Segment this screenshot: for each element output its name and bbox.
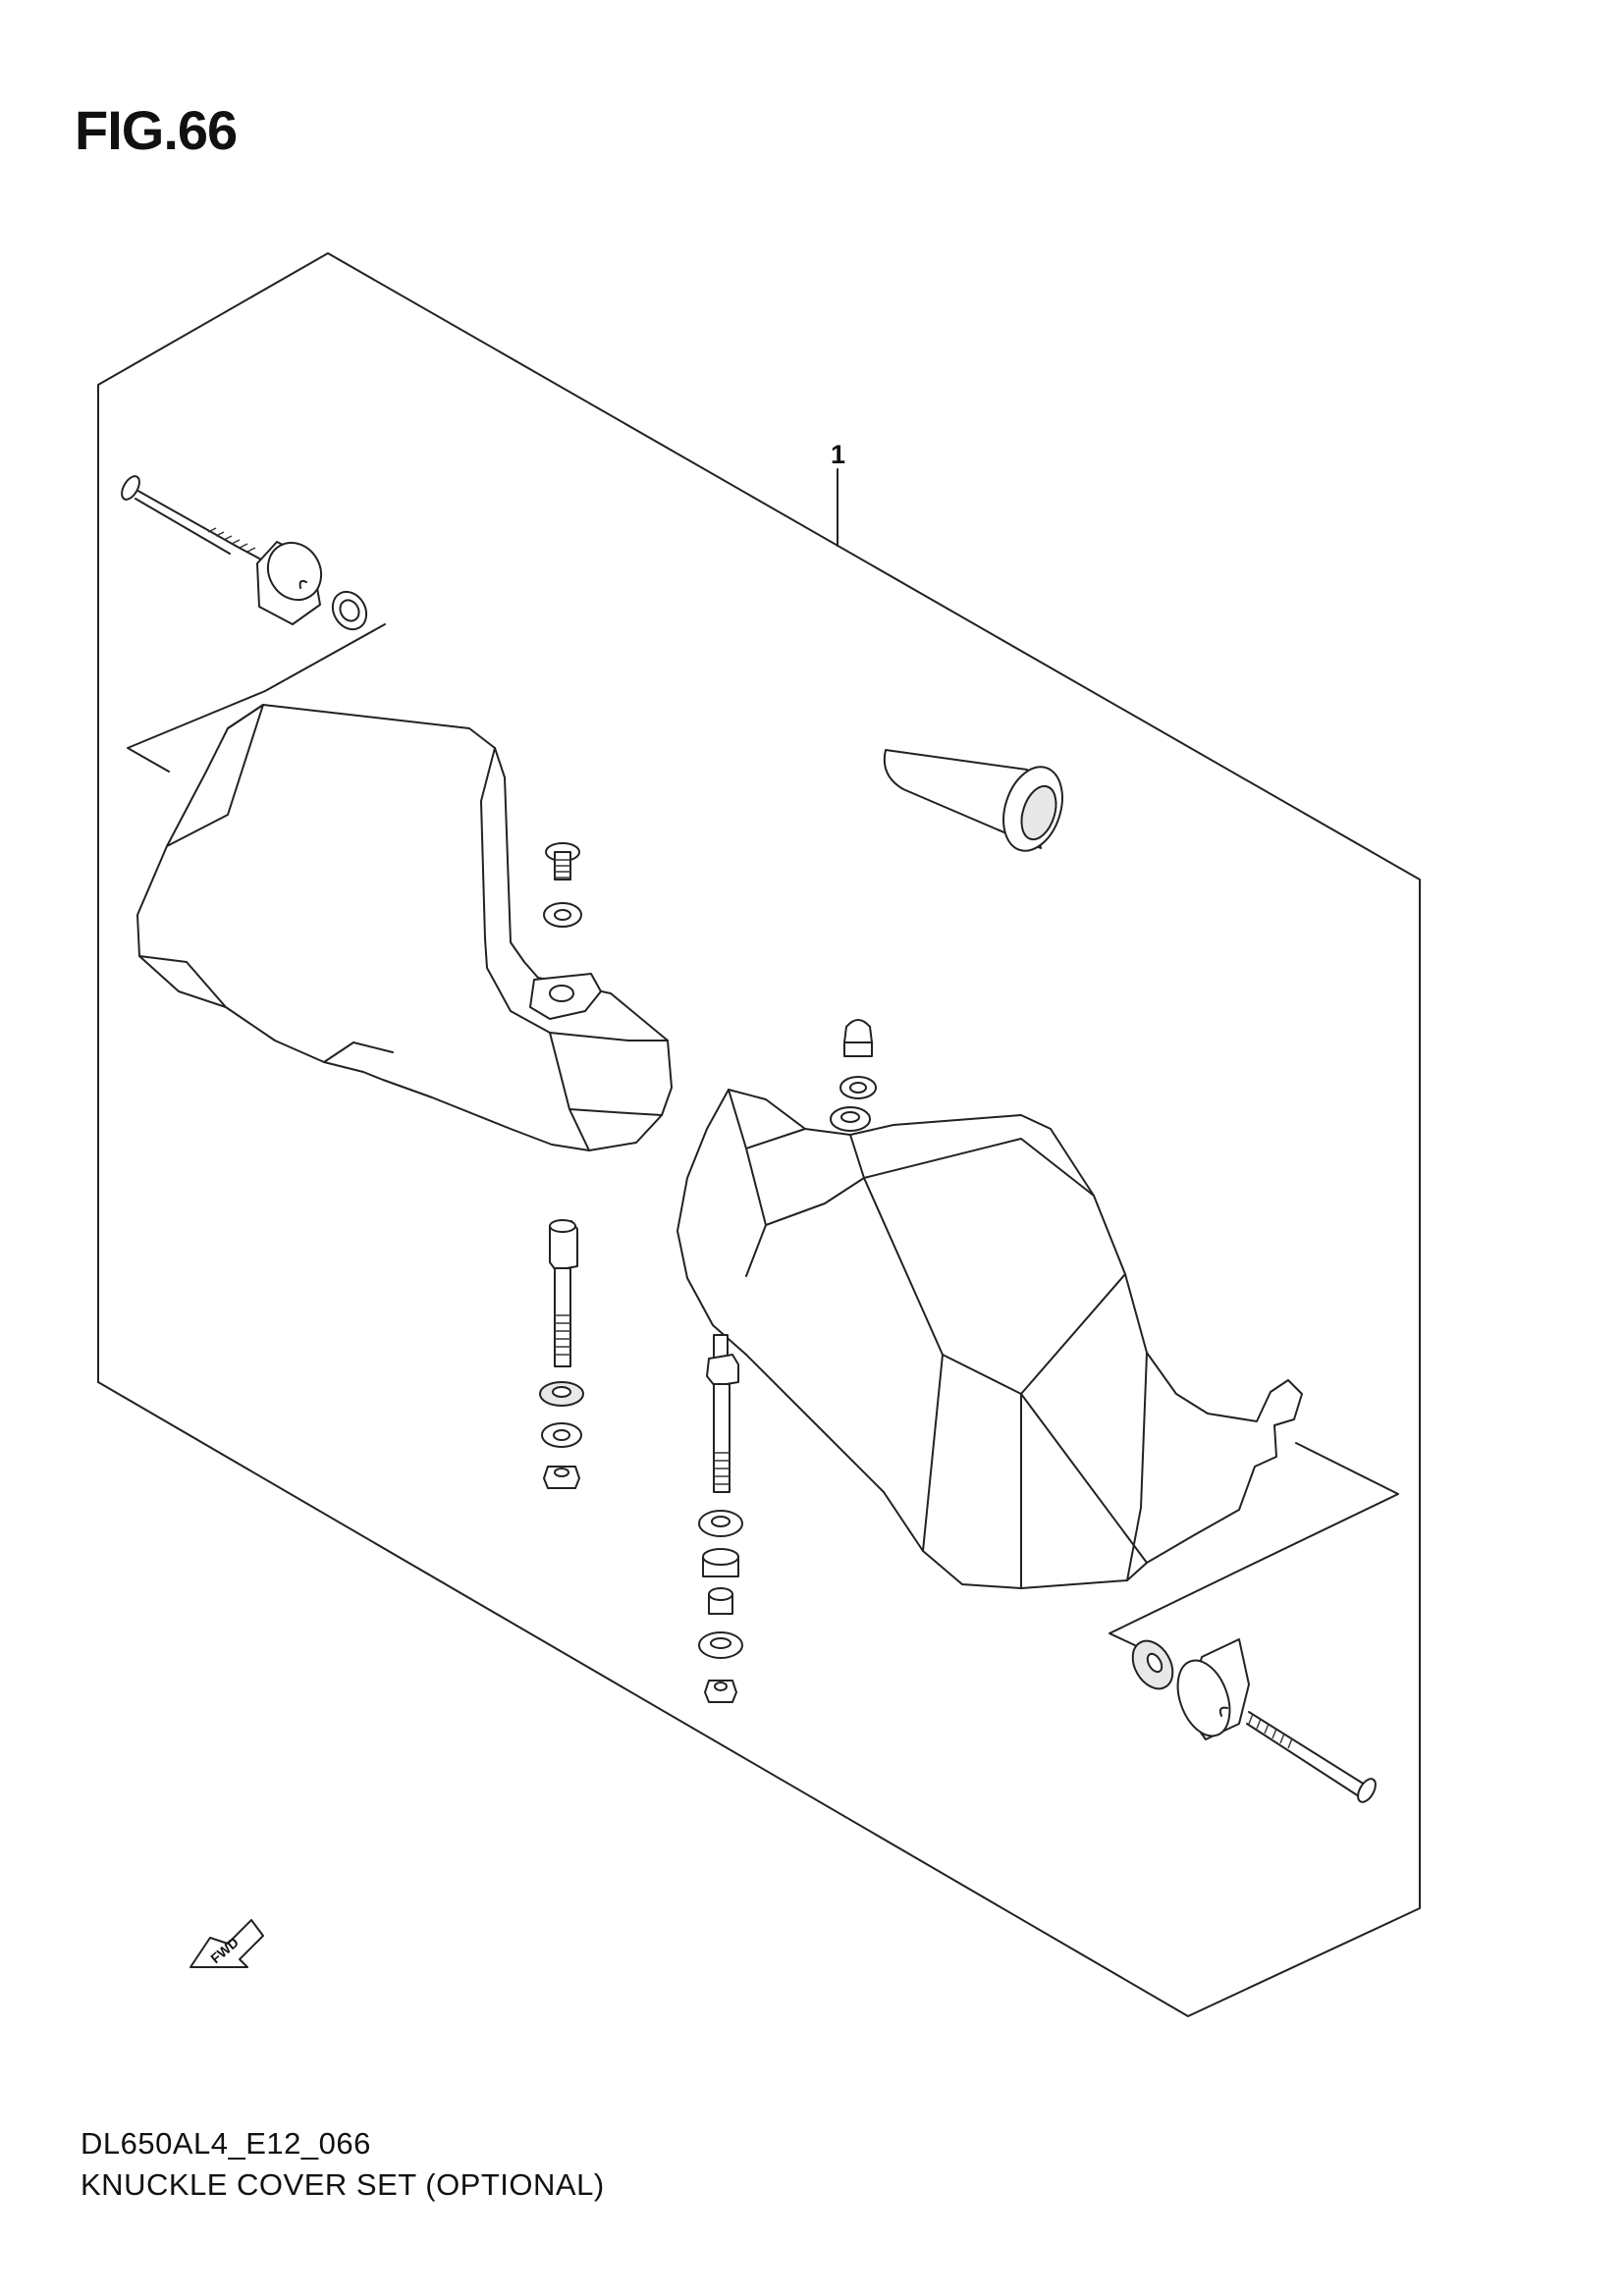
knuckle-cover-right bbox=[676, 1089, 1303, 1589]
assembly-guide-left bbox=[127, 623, 386, 773]
assembly-guide-right bbox=[1109, 1442, 1399, 1648]
washer-upper-left bbox=[543, 902, 582, 928]
bolt-lower-left bbox=[549, 1219, 578, 1367]
bar-end-bolt-right bbox=[1246, 1711, 1377, 1803]
diagram-code: DL650AL4_E12_066 bbox=[81, 2126, 371, 2161]
bar-end-bolt-left bbox=[121, 475, 262, 561]
callout-number: 1 bbox=[831, 440, 845, 469]
screw-upper-left bbox=[545, 842, 580, 881]
collar-ring-left bbox=[331, 590, 368, 631]
figure-title: FIG.66 bbox=[75, 99, 238, 161]
bar-end-weight-right bbox=[1176, 1638, 1250, 1740]
washer-upper-right bbox=[839, 1076, 877, 1099]
washer-stack-right bbox=[698, 1510, 743, 1703]
bar-end-weight-left bbox=[256, 541, 323, 625]
grip-end-plug bbox=[883, 749, 1063, 852]
cap-nut-right bbox=[843, 1019, 873, 1057]
knuckle-cover-left bbox=[136, 704, 673, 1151]
washer-stack-left bbox=[539, 1381, 584, 1489]
bolt-lower-right bbox=[706, 1334, 739, 1493]
diagram-description: KNUCKLE COVER SET (OPTIONAL) bbox=[81, 2167, 605, 2202]
kit-boundary bbox=[97, 252, 1421, 2017]
fwd-arrow-icon: FWD bbox=[189, 1919, 264, 1968]
collar-ring-right bbox=[1131, 1639, 1174, 1690]
